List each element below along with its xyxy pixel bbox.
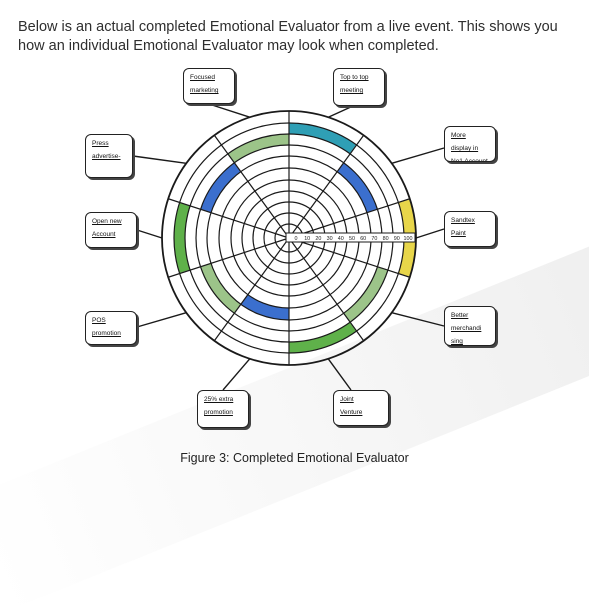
intro-line-2: how an individual Emotional Evaluator ma… <box>18 38 439 54</box>
segment-label-line: Press <box>92 140 109 147</box>
segment-label-box: Better merchandi sing <box>444 306 496 346</box>
segment-label-line: meeting <box>340 87 364 94</box>
connector-line <box>327 358 352 391</box>
spoke <box>168 198 290 239</box>
segment-label-line: promotion <box>92 330 121 337</box>
scale-tick-label: 10 <box>304 236 310 242</box>
segment-label-line: Open new <box>92 218 122 225</box>
segment-label-line: POS <box>92 317 106 324</box>
segment-label-line: Paint <box>451 230 466 237</box>
connector-line <box>415 228 445 239</box>
scale-tick-label: 40 <box>338 236 344 242</box>
segment-label-box: More display in No1 Account <box>444 126 496 162</box>
scale-bar <box>285 232 416 243</box>
connector-line <box>132 155 187 165</box>
score-band <box>228 134 289 163</box>
segment-label-line: Venture <box>340 409 363 416</box>
spoke <box>288 134 365 239</box>
spoke <box>213 237 290 342</box>
segment-label-line: display in <box>451 145 479 152</box>
intro-line-1: Below is an actual completed Emotional E… <box>18 19 558 35</box>
spoke <box>168 237 290 278</box>
connector-line <box>391 147 445 165</box>
segment-label-box: Focused marketing <box>183 68 235 104</box>
score-band <box>344 267 388 322</box>
segment-label-line: No1 Account <box>451 158 488 162</box>
segment-label-line: 25% extra <box>204 396 234 403</box>
segment-label-line: Better <box>451 312 469 319</box>
scale-tick-label: 100 <box>404 236 413 242</box>
scale-tick-label: 80 <box>383 236 389 242</box>
connector-line <box>208 103 250 118</box>
scale-tick-label: 90 <box>394 236 400 242</box>
segment-label-box: POS promotion <box>85 311 137 345</box>
scale-tick-label: 50 <box>349 236 355 242</box>
scale-tick-label: 60 <box>360 236 366 242</box>
segment-label-line: Sandtex <box>451 217 475 224</box>
figure-caption: Figure 3: Completed Emotional Evaluator <box>180 451 409 465</box>
segment-label-line: Top to top <box>340 74 369 81</box>
score-band <box>200 263 241 313</box>
score-band <box>289 322 357 353</box>
scale-tick-label: 30 <box>327 236 333 242</box>
segment-label-line: More <box>451 132 466 139</box>
scale-tick-label: 0 <box>295 236 298 242</box>
segment-label-line: advertise- <box>92 153 121 160</box>
spoke <box>288 237 365 342</box>
emotional-evaluator-wheel: 0 10 20 30 40 50 60 70 80 90 100 <box>132 103 445 391</box>
segment-label-line: marketing <box>190 87 219 94</box>
connector-line <box>136 229 163 239</box>
score-band <box>289 123 357 154</box>
segment-label-line: Joint <box>340 396 354 403</box>
score-band <box>337 163 378 213</box>
spoke <box>288 237 410 278</box>
connector-line <box>222 358 251 391</box>
segment-label-line: Account <box>92 231 116 238</box>
segment-label-box: Press advertise- <box>85 134 133 178</box>
scale-tick-label: 70 <box>371 236 377 242</box>
segment-label-line: merchandi <box>451 325 482 332</box>
intro-text: Below is an actual completed Emotional E… <box>18 18 578 56</box>
segment-label-line: sing <box>451 338 463 345</box>
spoke <box>213 134 290 239</box>
connector-line <box>136 311 187 328</box>
segment-label-line: promotion <box>204 409 233 416</box>
spoke <box>288 198 410 239</box>
segment-label-box: 25% extra promotion <box>197 390 249 428</box>
score-band <box>241 294 289 320</box>
segment-label-line: Focused <box>190 74 215 81</box>
scale-tick-label: 20 <box>315 236 321 242</box>
connector-line <box>327 105 354 118</box>
connector-line <box>391 311 445 327</box>
segment-label-box: Top to top meeting <box>333 68 385 106</box>
score-band <box>200 163 241 213</box>
